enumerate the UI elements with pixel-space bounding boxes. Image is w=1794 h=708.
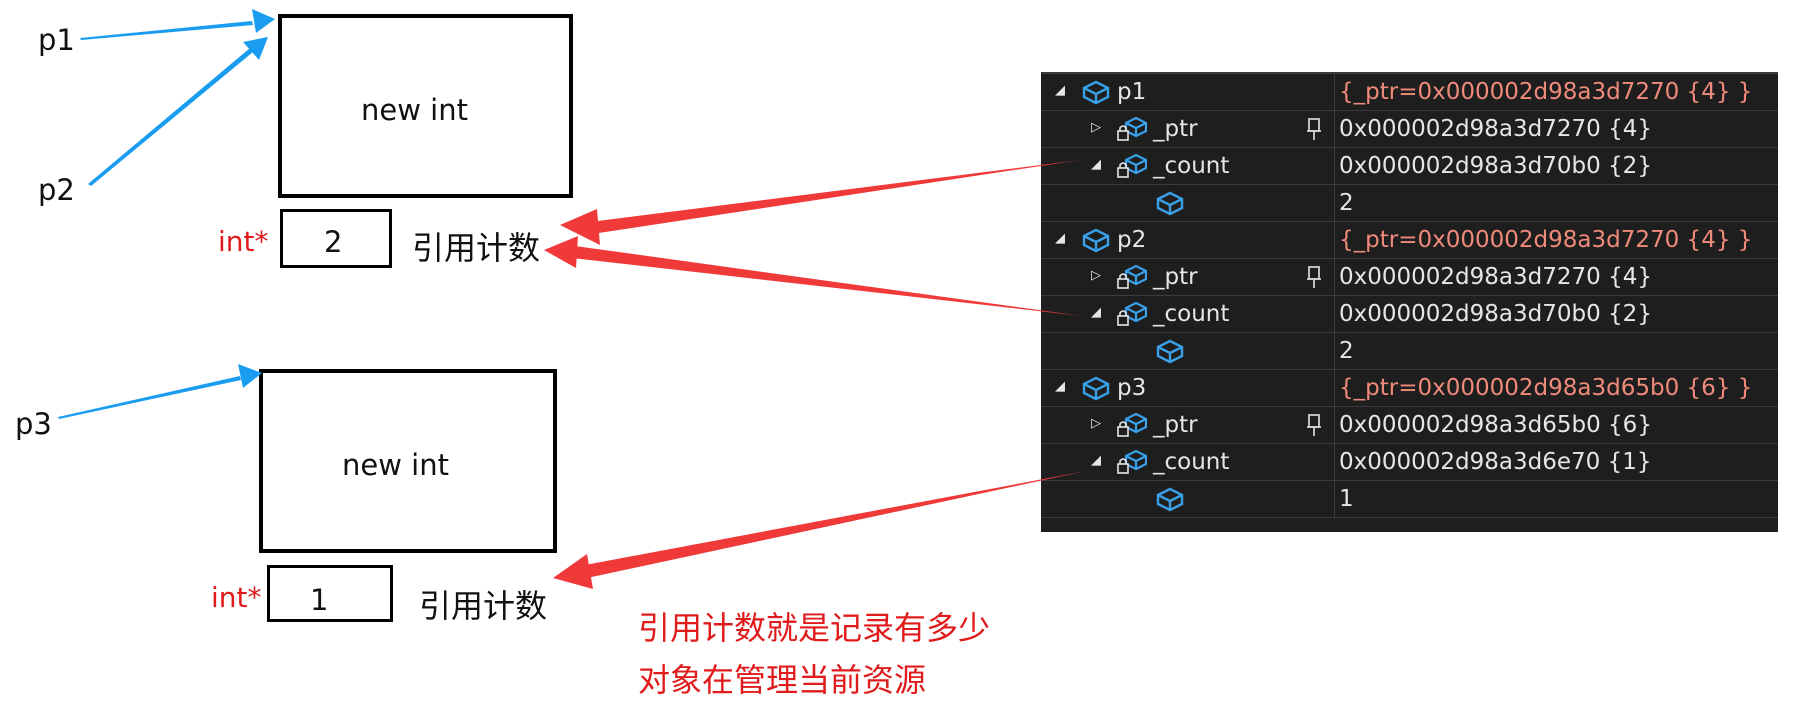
collapse-icon[interactable]: ◢ — [1055, 83, 1065, 98]
watch-row-name: p3 — [1117, 375, 1147, 401]
watch-row-value[interactable]: 0x000002d98a3d70b0 {2} — [1339, 301, 1652, 327]
object-icon — [1155, 190, 1185, 216]
watch-row-value[interactable]: 2 — [1339, 338, 1354, 364]
expand-icon[interactable]: ▷ — [1091, 120, 1101, 135]
collapse-icon[interactable]: ◢ — [1091, 453, 1101, 468]
locked-field-icon — [1117, 412, 1148, 438]
pointer-label-p3: p3 — [15, 407, 52, 441]
watch-row-value[interactable]: 2 — [1339, 190, 1354, 216]
object-icon — [1155, 486, 1185, 512]
pointer-arrow-p1 — [80, 9, 275, 40]
watch-row-value[interactable]: {_ptr=0x000002d98a3d7270 {4} } — [1339, 79, 1753, 105]
locked-field-icon — [1117, 449, 1148, 475]
watch-row[interactable]: 2 — [1041, 333, 1778, 370]
watch-row-name: _ptr — [1153, 412, 1198, 438]
pointer-label-p1: p1 — [38, 23, 75, 57]
pointer-arrow-p2 — [88, 37, 268, 186]
highlight-arrow-count-1 — [560, 160, 1080, 245]
watch-row-value[interactable]: 0x000002d98a3d65b0 {6} — [1339, 412, 1652, 438]
count-caption-2: 引用计数 — [419, 587, 548, 625]
watch-row[interactable]: ▷ _ptr 0x000002d98a3d7270 {4} — [1041, 259, 1778, 296]
locked-field-icon — [1117, 153, 1148, 179]
pin-icon[interactable] — [1305, 117, 1323, 141]
watch-row-name: _ptr — [1153, 116, 1198, 142]
watch-row-name: p1 — [1117, 79, 1147, 105]
expand-icon[interactable]: ▷ — [1091, 416, 1101, 431]
locked-field-icon — [1117, 264, 1148, 290]
watch-row[interactable]: ▷ _ptr 0x000002d98a3d7270 {4} — [1041, 111, 1778, 148]
watch-row-value[interactable]: {_ptr=0x000002d98a3d7270 {4} } — [1339, 227, 1753, 253]
watch-row-name: p2 — [1117, 227, 1147, 253]
object-icon — [1081, 227, 1111, 253]
watch-row-value[interactable]: 0x000002d98a3d7270 {4} — [1339, 264, 1652, 290]
watch-row-value[interactable]: 0x000002d98a3d7270 {4} — [1339, 116, 1652, 142]
count-value-2: 1 — [310, 583, 329, 617]
heap-object-box-2: new int — [259, 369, 557, 553]
watch-row[interactable]: ◢ p3 {_ptr=0x000002d98a3d65b0 {6} } — [1041, 370, 1778, 407]
object-icon — [1081, 375, 1111, 401]
pointer-label-p2: p2 — [38, 173, 75, 207]
watch-row[interactable]: ◢ _count 0x000002d98a3d70b0 {2} — [1041, 296, 1778, 333]
locked-field-icon — [1117, 301, 1148, 327]
watch-row[interactable]: ▷ _ptr 0x000002d98a3d65b0 {6} — [1041, 407, 1778, 444]
object-icon — [1155, 338, 1185, 364]
count-box-1: 2 — [280, 209, 392, 268]
count-type-label-1: int* — [218, 225, 269, 258]
watch-row-name: _count — [1153, 449, 1230, 475]
watch-row[interactable]: 2 — [1041, 185, 1778, 222]
note-line-2: 对象在管理当前资源 — [638, 661, 927, 699]
watch-row[interactable]: 1 — [1041, 481, 1778, 518]
count-type-label-2: int* — [211, 581, 262, 614]
watch-row[interactable]: ◢ p1 {_ptr=0x000002d98a3d7270 {4} } — [1041, 74, 1778, 111]
watch-row-value[interactable]: {_ptr=0x000002d98a3d65b0 {6} } — [1339, 375, 1753, 401]
heap-object-box-1: new int — [278, 14, 573, 198]
watch-row[interactable]: ◢ p2 {_ptr=0x000002d98a3d7270 {4} } — [1041, 222, 1778, 259]
heap-object-label-2: new int — [342, 448, 449, 482]
watch-row-name: _count — [1153, 301, 1230, 327]
collapse-icon[interactable]: ◢ — [1091, 305, 1101, 320]
collapse-icon[interactable]: ◢ — [1055, 231, 1065, 246]
count-box-2: 1 — [267, 565, 393, 622]
highlight-arrow-count-2 — [544, 236, 1082, 316]
pin-icon[interactable] — [1305, 265, 1323, 289]
note-line-1: 引用计数就是记录有多少 — [638, 609, 991, 647]
heap-object-label-1: new int — [361, 93, 468, 127]
watch-row-value[interactable]: 1 — [1339, 486, 1354, 512]
collapse-icon[interactable]: ◢ — [1091, 157, 1101, 172]
watch-row[interactable]: ◢ _count 0x000002d98a3d6e70 {1} — [1041, 444, 1778, 481]
watch-row-value[interactable]: 0x000002d98a3d6e70 {1} — [1339, 449, 1652, 475]
watch-row[interactable]: ◢ _count 0x000002d98a3d70b0 {2} — [1041, 148, 1778, 185]
watch-row-name: _count — [1153, 153, 1230, 179]
watch-row-value[interactable]: 0x000002d98a3d70b0 {2} — [1339, 153, 1652, 179]
locked-field-icon — [1117, 116, 1148, 142]
pin-icon[interactable] — [1305, 413, 1323, 437]
watch-row-name: _ptr — [1153, 264, 1198, 290]
expand-icon[interactable]: ▷ — [1091, 268, 1101, 283]
debugger-watch-panel: ◢ p1 {_ptr=0x000002d98a3d7270 {4} } ▷ _ptr 0x… — [1041, 72, 1778, 532]
count-value-1: 2 — [324, 225, 343, 259]
collapse-icon[interactable]: ◢ — [1055, 379, 1065, 394]
highlight-arrow-count-3 — [553, 471, 1086, 589]
object-icon — [1081, 79, 1111, 105]
pointer-arrow-p3 — [58, 364, 262, 419]
count-caption-1: 引用计数 — [412, 229, 541, 267]
